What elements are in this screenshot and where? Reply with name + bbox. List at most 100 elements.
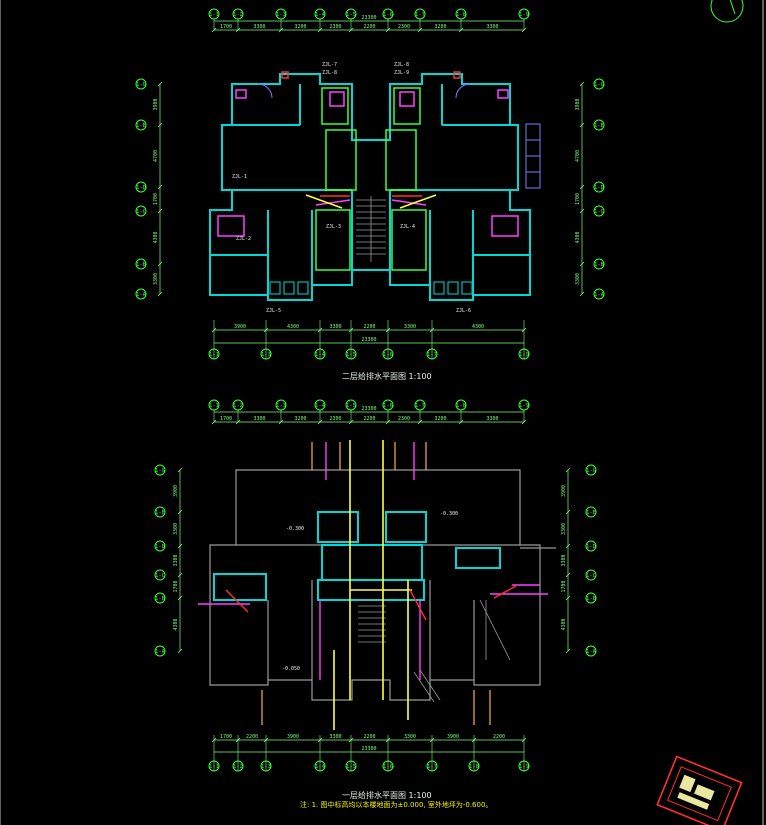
drawing-note: 注: 1. 图中标高均以本楼地面为±0.000, 室外地坪为-0.600。 — [300, 801, 493, 809]
svg-text:1-C: 1-C — [155, 573, 165, 579]
svg-text:1-E: 1-E — [594, 123, 604, 129]
elevation-label: -0.050 — [282, 666, 300, 672]
upper-pipe-details — [281, 71, 461, 209]
svg-text:1-B: 1-B — [586, 596, 597, 602]
dim-label: 4700 — [153, 150, 159, 162]
axis-bubble: 1-9 — [518, 399, 530, 411]
dim-label: 3200 — [434, 416, 446, 422]
dim-label: 1700 — [220, 734, 232, 740]
axis-bubble: 1-B — [585, 592, 597, 604]
axis-bubble: 1-4 — [314, 399, 326, 411]
dim-total: 23300 — [361, 15, 376, 21]
dim-label: 3900 — [234, 324, 246, 330]
dim-label: 2300 — [329, 24, 341, 30]
svg-text:1-A: 1-A — [155, 649, 166, 655]
axis-bubble: 1-D — [585, 540, 597, 552]
axis-bubble: 1-E — [154, 506, 166, 518]
dim-label: 3300 — [404, 324, 416, 330]
axis-bubble: 1-4 — [314, 8, 326, 20]
dim-label: 4300 — [173, 618, 179, 630]
svg-text:1-A: 1-A — [594, 292, 605, 298]
dim-label: 2200 — [363, 734, 375, 740]
svg-text:1-G: 1-G — [136, 82, 146, 88]
svg-text:1-8: 1-8 — [456, 403, 466, 409]
svg-text:1-A: 1-A — [586, 649, 597, 655]
pipe-tag: ZJL-4 — [400, 224, 415, 230]
axis-bubble: 1-C — [154, 569, 166, 581]
svg-text:1-B: 1-B — [136, 262, 147, 268]
lower-magenta-lines — [198, 442, 548, 680]
lower-orange-lines — [261, 442, 491, 725]
lower-red-lines — [225, 585, 517, 621]
dim-label: 3900 — [575, 98, 581, 110]
dim-label: 3300 — [253, 416, 265, 422]
svg-text:1-1: 1-1 — [209, 403, 219, 409]
axis-bubble: 1-E — [585, 506, 597, 518]
axis-bubble: 1-9 — [518, 8, 530, 20]
dim-label: 3200 — [294, 416, 306, 422]
axis-bubble: 1-D — [593, 181, 605, 193]
svg-text:1-C: 1-C — [136, 209, 146, 215]
dim-label: 3200 — [434, 24, 446, 30]
svg-text:1-4: 1-4 — [315, 403, 326, 409]
svg-text:1-D: 1-D — [136, 185, 146, 191]
svg-text:1-D: 1-D — [586, 544, 596, 550]
axis-bubble: 1-E — [593, 119, 605, 131]
dim-label: 3300 — [486, 416, 498, 422]
lower-pipe-tags: -0.300-0.300-0.050 — [282, 511, 458, 672]
dim-label: 3300 — [486, 24, 498, 30]
axis-bubble: 1-G — [593, 78, 605, 90]
dim-label: 1700 — [153, 193, 159, 205]
svg-text:1-C: 1-C — [586, 573, 596, 579]
axis-bubble: 1-G — [585, 464, 597, 476]
axis-bubble: 1-C — [135, 205, 147, 217]
svg-text:1-5: 1-5 — [346, 12, 356, 18]
axis-bubble: 1-7 — [414, 399, 426, 411]
dim-label: 3300 — [561, 523, 567, 535]
dim-label: 2300 — [329, 416, 341, 422]
upper-door-marks — [257, 83, 541, 189]
svg-text:1-E: 1-E — [136, 123, 146, 129]
upper-balcony-fixtures — [269, 281, 473, 295]
dim-label: 2300 — [398, 416, 410, 422]
axis-bubble: 1-B — [135, 258, 147, 270]
svg-text:1-D: 1-D — [594, 185, 604, 191]
dim-label: 3900 — [153, 98, 159, 110]
dim-label: 2200 — [363, 416, 375, 422]
approval-stamp — [656, 755, 743, 825]
axis-bubble: 1-A — [585, 645, 597, 657]
svg-text:1-7: 1-7 — [415, 403, 425, 409]
dim-label: 1700 — [220, 24, 232, 30]
axis-bubble: 1-6 — [382, 399, 394, 411]
axis-bubble: 1-3 — [275, 399, 287, 411]
svg-text:1-6: 1-6 — [383, 403, 393, 409]
axis-bubble: 1-1 — [208, 8, 220, 20]
axis-bubble: 1-8 — [455, 399, 467, 411]
svg-text:1-4: 1-4 — [315, 764, 326, 770]
svg-text:1-9: 1-9 — [519, 403, 529, 409]
axis-bubble: 1-2 — [232, 399, 244, 411]
dim-label: 4700 — [575, 150, 581, 162]
dim-label: 3900 — [447, 734, 459, 740]
dim-label: 4300 — [575, 231, 581, 243]
svg-text:1-D: 1-D — [155, 544, 165, 550]
elevation-label: -0.300 — [440, 511, 458, 517]
axis-bubble: 1-C — [585, 569, 597, 581]
axis-bubble: 1-8 — [455, 8, 467, 20]
svg-text:1-3: 1-3 — [276, 12, 286, 18]
axis-bubble: 1-A — [593, 288, 605, 300]
dim-label: 1700 — [220, 416, 232, 422]
dim-label: 3300 — [575, 273, 581, 285]
axis-bubble: 1-B — [154, 592, 166, 604]
dim-label: 2200 — [363, 24, 375, 30]
dim-label: 3900 — [561, 485, 567, 497]
